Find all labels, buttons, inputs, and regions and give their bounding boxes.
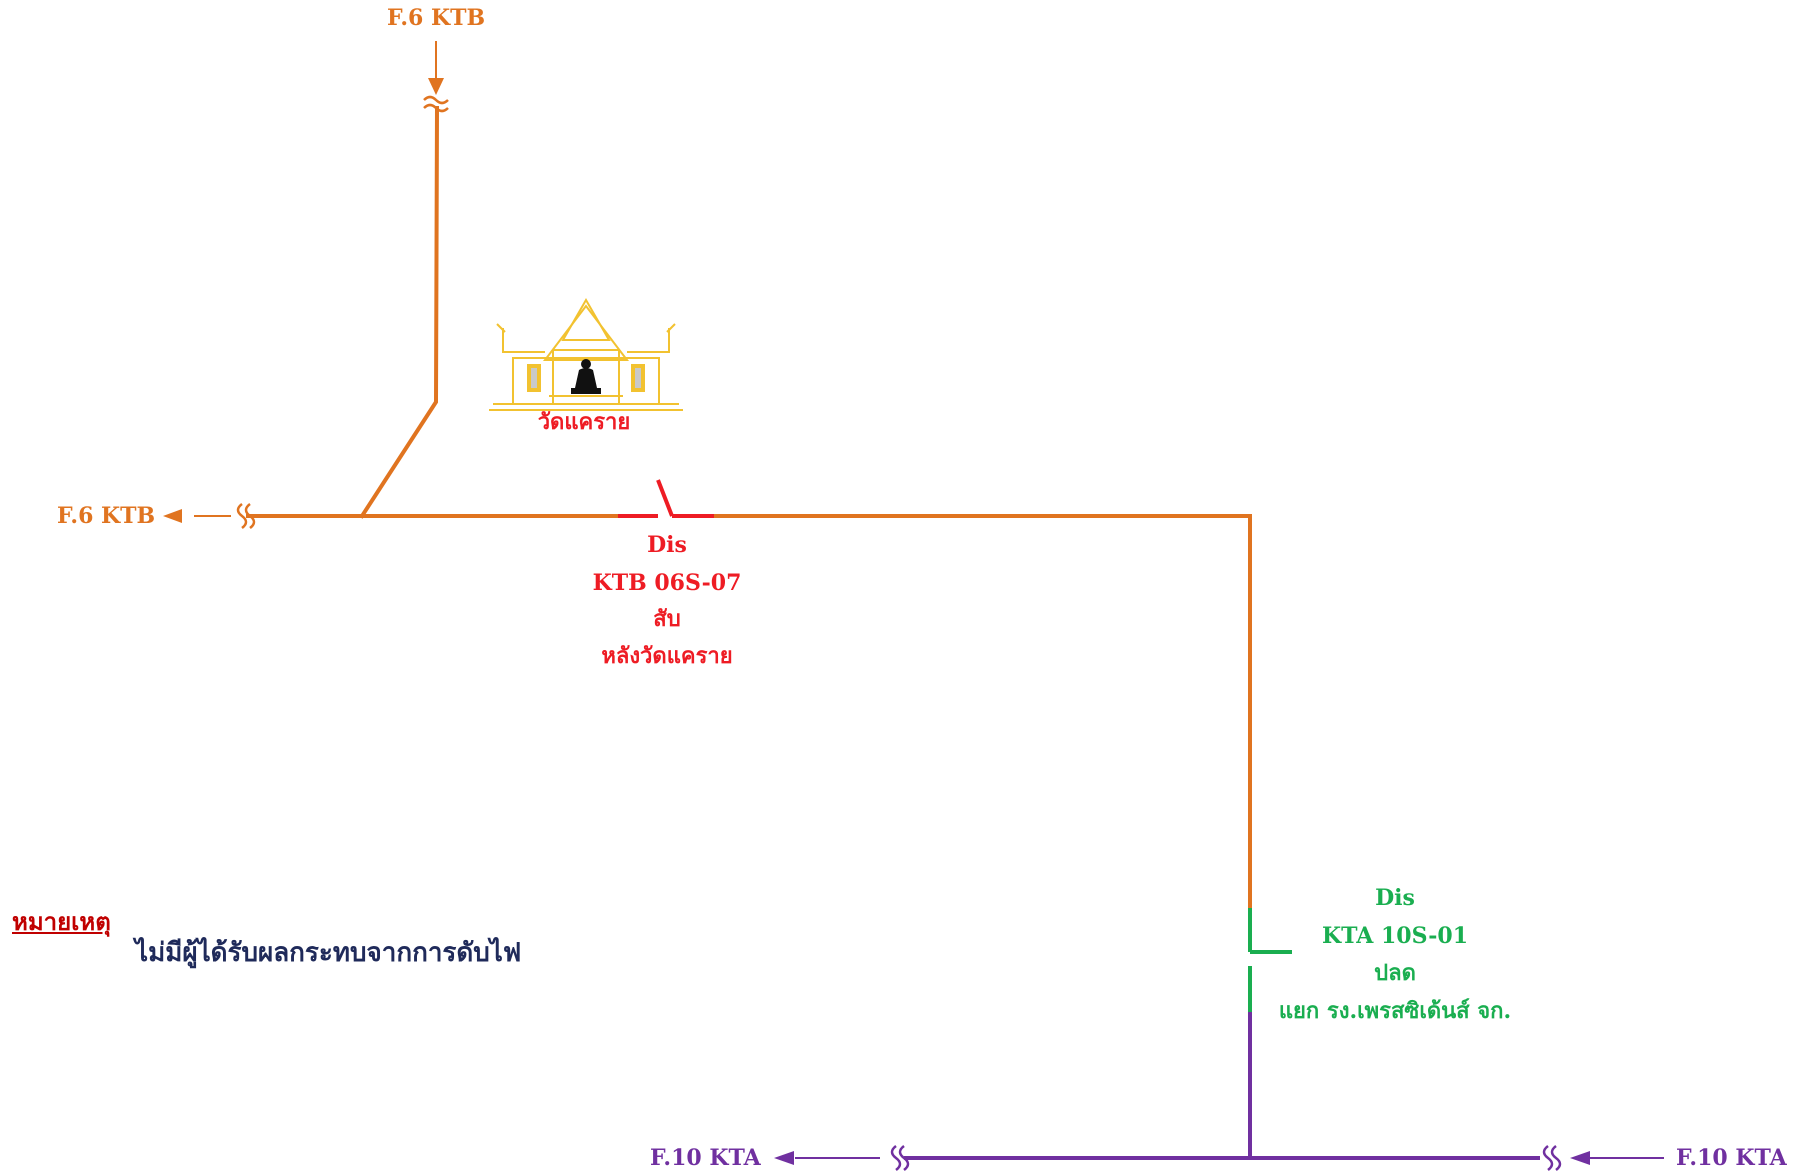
feeder-f6-lines [194,41,1252,912]
switch-state: สับ [653,606,681,632]
switch-id: KTA 10S-01 [1321,923,1469,949]
switch-state: ปลด [1374,960,1416,986]
buddha-icon [571,359,601,394]
switch-location: หลังวัดแคราย [601,643,733,669]
arrow-icon [1570,1151,1590,1165]
switch-type: Dis [1375,885,1415,911]
switch-location: แยก รง.เพรสซิเด้นส์ จก. [1278,998,1512,1024]
feeder-label-f6-left: F.6 KTB [57,503,156,529]
feeder-label-f10-left: F.10 KTA [650,1145,761,1171]
arrow-icon [428,78,444,95]
switch-kta-10s-01-symbol[interactable] [1248,908,1292,1012]
arrow-icon [774,1151,794,1165]
arrow-icon [163,509,182,523]
break-mark-icon [890,1145,910,1171]
break-mark-icon [1542,1145,1562,1171]
feeder-label-f6-top: F.6 KTB [386,5,486,31]
switch-ktb-06s-07-symbol[interactable] [618,479,714,518]
switch-type: Dis [647,532,687,558]
temple-icon [489,297,683,411]
temple-label: วัดแคราย [537,409,631,435]
note-text: ไม่มีผู้ได้รับผลกระทบจากการดับไฟ [135,938,522,968]
break-mark-icon [423,95,449,113]
break-mark-icon [236,503,256,529]
feeder-f10-lines [795,1012,1664,1160]
feeder-label-f10-right: F.10 KTA [1676,1145,1787,1171]
note-heading: หมายเหตุ [12,907,111,936]
switch-id: KTB 06S-07 [592,570,742,596]
